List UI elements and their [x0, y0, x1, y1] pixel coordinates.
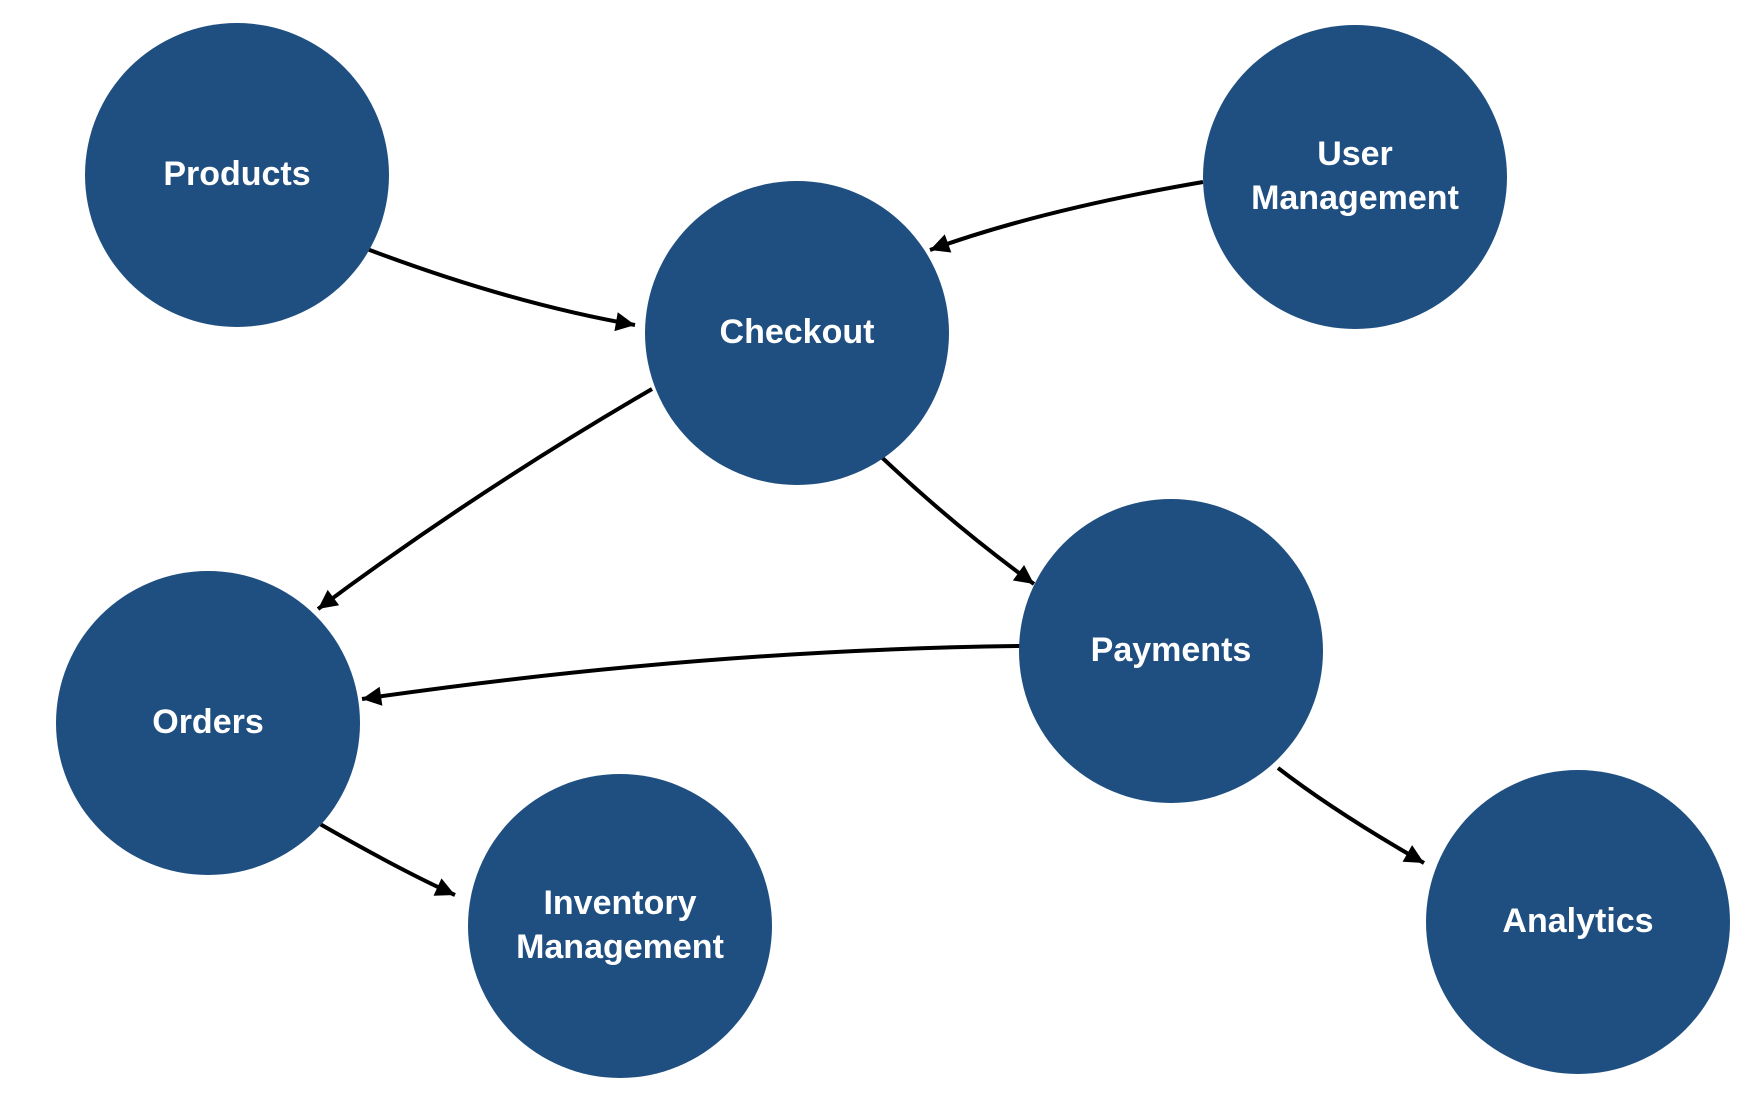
node-inventory-management[interactable]: Inventory Management [468, 774, 772, 1078]
node-inventory-management-label: Inventory Management [516, 884, 724, 966]
node-analytics-label: Analytics [1502, 902, 1654, 941]
node-checkout[interactable]: Checkout [645, 181, 949, 485]
edge-checkout-to-orders [316, 387, 654, 611]
node-payments[interactable]: Payments [1019, 499, 1323, 803]
edge-payments-to-orders [361, 644, 1021, 706]
node-user-management-label: User Management [1251, 135, 1459, 217]
edge-checkout-to-payments [870, 446, 1036, 586]
edge-user-management-to-checkout [929, 180, 1204, 253]
node-products[interactable]: Products [85, 23, 389, 327]
node-orders-label: Orders [152, 703, 264, 742]
node-payments-label: Payments [1090, 631, 1252, 670]
node-analytics[interactable]: Analytics [1426, 770, 1730, 1074]
node-user-management[interactable]: User Management [1203, 25, 1507, 329]
edge-payments-to-analytics [1276, 766, 1425, 865]
node-orders[interactable]: Orders [56, 571, 360, 875]
node-checkout-label: Checkout [719, 313, 875, 352]
node-products-label: Products [163, 155, 311, 194]
edge-products-to-checkout [366, 247, 636, 332]
edge-orders-to-inventory-management [319, 822, 456, 897]
